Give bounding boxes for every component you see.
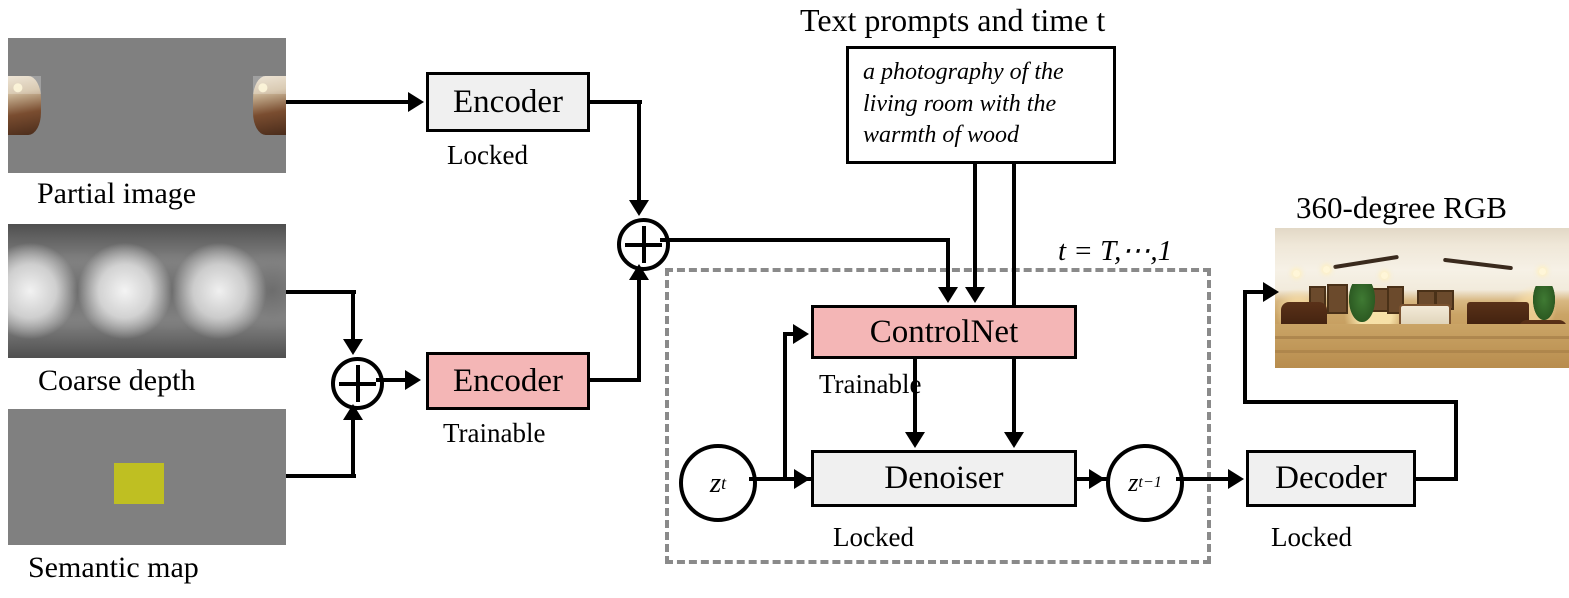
encoder-locked-state: Locked: [447, 140, 528, 170]
semantic-region: [113, 463, 164, 505]
arrowhead-encoder2-to-plus: [629, 264, 649, 280]
wire-decoder-out: [1416, 477, 1458, 481]
wire-encoder2-out: [590, 378, 641, 382]
output-panorama-render: [1275, 228, 1569, 368]
latent-ztm1-label: z: [1128, 468, 1139, 497]
merge-plus-depth-semantic: [331, 357, 384, 410]
wire-semantic-up: [351, 418, 355, 476]
timestep-range-label: t = T,⋯,1: [1058, 235, 1173, 267]
decoder-block: Decoder: [1246, 450, 1416, 507]
output-panorama: [1275, 228, 1569, 368]
arrowhead-partial-to-encoder: [408, 92, 424, 112]
encoder-locked-block: Encoder: [426, 72, 590, 132]
latent-ztm1-sub: t−1: [1138, 474, 1162, 491]
wire-encoder2-up: [637, 278, 641, 382]
coarse-depth-render: [8, 224, 286, 358]
coarse-depth-caption: Coarse depth: [38, 364, 196, 397]
denoiser-block: Denoiser: [811, 450, 1077, 507]
arrowhead-ztm1-to-decoder: [1228, 469, 1244, 489]
partial-image-panel: [8, 38, 286, 173]
arrowhead-zt-to-denoiser: [794, 469, 810, 489]
wire-zt-into-controlnet: [783, 332, 795, 336]
denoiser-label: Denoiser: [884, 460, 1004, 496]
arrowhead-cond-to-controlnet: [938, 287, 958, 303]
arrowhead-to-output: [1263, 282, 1279, 302]
wire-decoder-up: [1454, 400, 1458, 481]
output-title: 360-degree RGB: [1296, 190, 1507, 225]
semantic-map-panel: [8, 409, 286, 545]
prompt-line-1: a photography of the: [863, 59, 1064, 85]
wire-depth-out: [286, 290, 356, 294]
wire-encoder1-out: [590, 100, 642, 104]
encoder-trainable-block: Encoder: [426, 352, 590, 410]
encoder-trainable-label: Encoder: [453, 362, 563, 399]
denoiser-state: Locked: [833, 522, 914, 552]
wire-depth-down: [351, 290, 355, 342]
wire-plus-to-encoder2: [376, 378, 412, 382]
arrowhead-plus-to-encoder2: [405, 370, 421, 390]
coarse-depth-panel: [8, 224, 286, 358]
partial-image-right-content: [252, 75, 286, 136]
controlnet-state: Trainable: [819, 369, 922, 399]
wire-controlnet-to-denoiser: [913, 359, 917, 433]
wire-partial-to-encoder: [286, 100, 410, 104]
prompt-line-2: living room with the: [863, 90, 1057, 117]
text-prompt-box: a photography of the living room with th…: [846, 46, 1116, 164]
wire-plus-to-controlnet: [660, 238, 950, 242]
wire-decoder-left: [1243, 400, 1458, 404]
decoder-label: Decoder: [1275, 460, 1387, 496]
wire-zt-up-branch: [783, 332, 787, 479]
semantic-map-caption: Semantic map: [28, 551, 199, 584]
wire-into-output: [1243, 290, 1267, 294]
decoder-state: Locked: [1271, 522, 1352, 552]
wire-decoder-to-output: [1243, 290, 1247, 404]
partial-image-caption: Partial image: [37, 177, 197, 210]
wire-encoder1-down: [637, 100, 641, 202]
diffusion-loop-region: [665, 268, 1211, 564]
prompt-line-3: warmth of wood: [863, 122, 1020, 149]
wire-plus-to-controlnet-down: [946, 238, 950, 288]
wire-prompt-to-denoiser-lower: [1012, 359, 1016, 433]
text-prompts-title: Text prompts and time t: [800, 2, 1106, 38]
encoder-locked-label: Encoder: [453, 83, 563, 120]
arrowhead-semantic-to-plus: [343, 404, 363, 420]
wire-semantic-out: [286, 474, 356, 478]
arrowhead-depth-to-plus: [343, 339, 363, 355]
controlnet-block: ControlNet: [811, 305, 1077, 359]
wire-zt-out: [749, 477, 811, 481]
latent-zt-sub: t: [721, 472, 727, 493]
arrowhead-encoder1-to-plus: [629, 200, 649, 216]
arrowhead-prompt-to-controlnet: [965, 287, 985, 303]
wire-prompt-to-controlnet: [973, 164, 977, 288]
wire-ztm1-to-decoder: [1176, 477, 1230, 481]
arrowhead-zt-to-controlnet: [793, 324, 809, 344]
encoder-trainable-state: Trainable: [443, 418, 546, 448]
arrowhead-prompt-to-denoiser: [1004, 432, 1024, 448]
latent-zt-label: z: [709, 466, 722, 499]
arrowhead-denoiser-to-ztm1: [1089, 469, 1105, 489]
wire-prompt-to-denoiser: [1012, 164, 1016, 305]
controlnet-label: ControlNet: [869, 313, 1019, 350]
partial-image-left-content: [8, 75, 42, 136]
arrowhead-controlnet-to-denoiser: [905, 432, 925, 448]
